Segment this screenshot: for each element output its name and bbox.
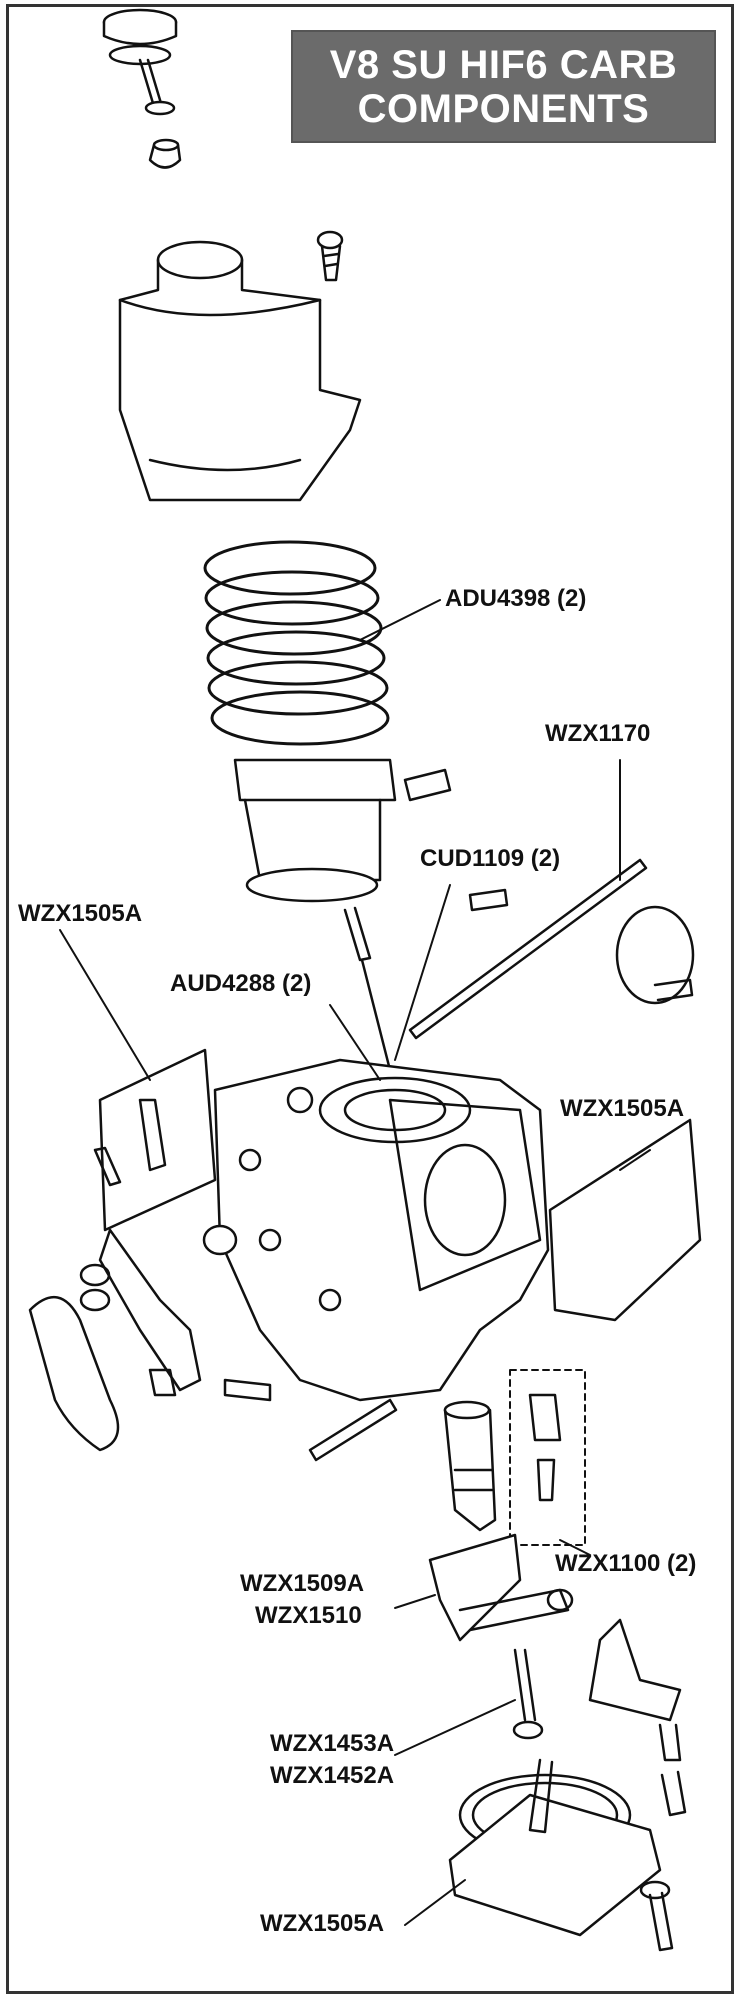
float-chamber-cover [448,1758,662,1937]
label-adu4398: ADU4398 (2) [445,585,587,612]
piston [233,758,397,903]
title-line-2: COMPONENTS [357,86,650,131]
float-needle [512,1648,544,1740]
diagram-title: V8 SU HIF6 CARB COMPONENTS [291,30,716,143]
label-aud4288: AUD4288 (2) [170,970,312,997]
chamber-screw [316,230,344,282]
label-wzx1505a-left: WZX1505A [18,900,143,927]
adjust-screw [308,1398,398,1462]
piston-screw [403,768,452,802]
title-line-1: V8 SU HIF6 CARB [329,42,678,87]
label-wzx1510: WZX1510 [255,1602,362,1629]
label-wzx1453a: WZX1453A [270,1730,395,1757]
right-gasket [548,1118,702,1322]
label-wzx1452a: WZX1452A [270,1762,395,1789]
label-wzx1505a-bottom: WZX1505A [260,1910,385,1937]
float-valve-box [509,1369,586,1546]
label-wzx1100: WZX1100 (2) [555,1550,697,1577]
cud-screw [468,888,509,912]
float-lever [428,1533,574,1642]
leader-lines [59,599,651,1926]
label-wzx1170: WZX1170 [545,720,651,747]
label-wzx1509a: WZX1509A [240,1570,365,1597]
bottom-screw [639,1880,674,1952]
left-gasket [98,1048,217,1232]
piston-spring [203,540,390,746]
piston-chamber [118,240,362,502]
label-cud1109: CUD1109 (2) [420,845,561,872]
damper-cap [102,8,182,169]
linkage-parts [28,1098,272,1452]
spring-screw [658,1723,687,1817]
label-wzx1505a-right: WZX1505A [560,1095,685,1122]
jet-needle [343,906,392,1072]
carb-body [213,1058,550,1402]
jet-assembly [443,1400,497,1532]
bracket [588,1618,682,1722]
throttle-spindle [408,858,695,1040]
